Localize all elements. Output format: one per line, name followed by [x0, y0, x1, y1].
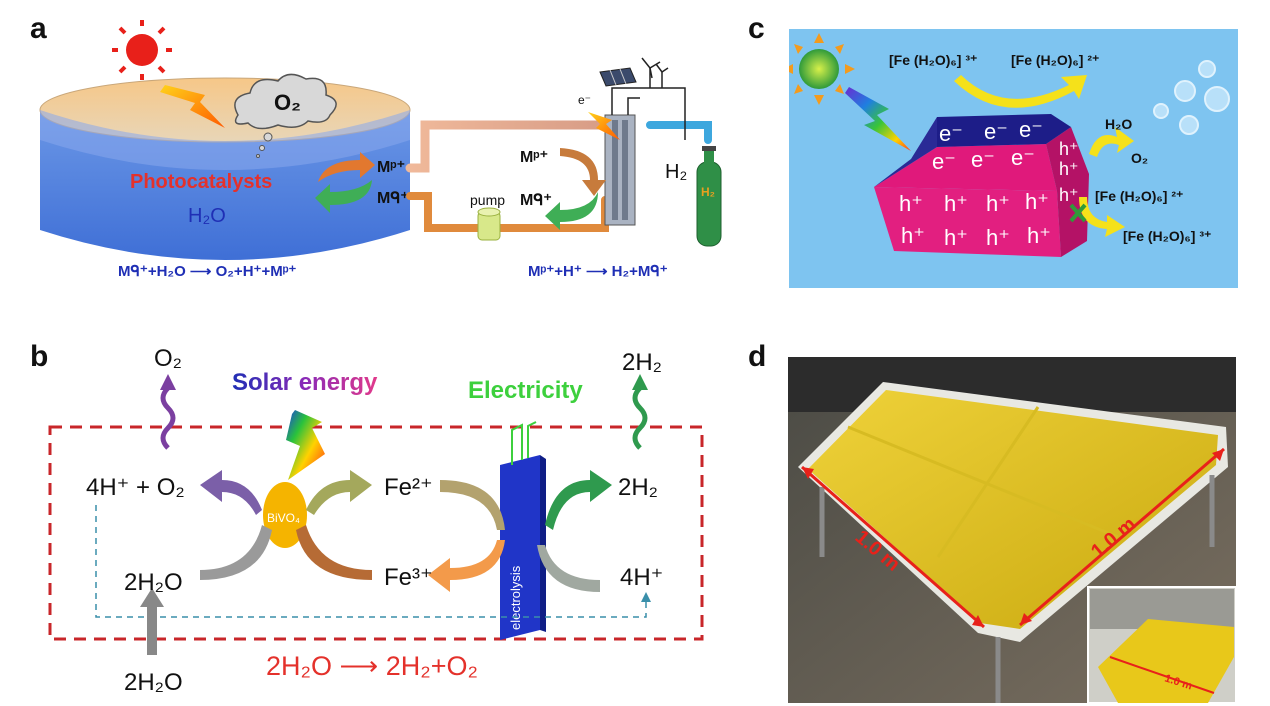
frame-legs	[819, 475, 1215, 703]
fe2-complex-bottom: [Fe (H₂O)₆] ²⁺	[1095, 188, 1183, 204]
hole-1: h⁺	[899, 191, 923, 216]
inset-photo: 1.0 m	[1087, 586, 1236, 703]
wind-turbine-icon	[641, 57, 669, 88]
electron-3: e⁻	[1019, 117, 1043, 142]
h2-right-label: 2H₂	[618, 474, 658, 501]
green-arrow-icon	[315, 180, 372, 213]
yellow-sheet	[808, 390, 1218, 629]
hole-5: h⁺	[901, 223, 925, 248]
o2-wave-arrow-icon	[160, 386, 176, 450]
mp-cell-label: Mᵖ⁺	[520, 149, 548, 166]
fe3-label: Fe³⁺	[384, 564, 433, 591]
photocatalysts-label: Photocatalysts	[130, 171, 272, 193]
green-electrode-arrow-icon	[545, 470, 612, 530]
right-yellow-arrow-icon	[1089, 127, 1134, 157]
bivo4-label: BiVO₄	[267, 511, 300, 525]
water-input-arrow-icon	[147, 605, 157, 655]
water-left-label: 2H₂O	[124, 569, 183, 596]
equation-right: Mᵖ⁺+H⁺ ⟶ H₂+Mᑫ⁺	[528, 263, 668, 280]
hole-8: h⁺	[1027, 223, 1051, 248]
cell-orange-arrow-icon	[560, 148, 606, 196]
pump-label: pump	[470, 192, 505, 208]
overall-equation: 2H₂O ⟶ 2H₂+O₂	[266, 651, 478, 681]
reaction-boundary	[48, 425, 704, 641]
h-plus-o2-label: 4H⁺ + O₂	[86, 474, 185, 501]
lower-yellow-arrow-icon	[1079, 197, 1125, 237]
equation-left: Mᑫ⁺+H₂O ⟶ O₂+H⁺+Mᵖ⁺	[118, 263, 297, 280]
water-c-label: H₂O	[1105, 116, 1132, 132]
dimension-arrows	[801, 447, 1225, 629]
purple-arrow-icon	[200, 470, 262, 515]
electron-4: e⁻	[932, 149, 956, 174]
grey-electrode-arrow-icon	[537, 545, 600, 592]
fe2-label: Fe²⁺	[384, 474, 433, 501]
fe3-complex-top: [Fe (H₂O)₆] ³⁺	[889, 52, 977, 68]
photocatalyst-block	[874, 114, 1089, 257]
cell-lightning-icon	[588, 112, 620, 140]
hole-7: h⁺	[986, 225, 1010, 250]
fe2-complex-top: [Fe (H₂O)₆] ²⁺	[1011, 52, 1099, 68]
tank-water-label: H₂O	[188, 205, 226, 227]
solar-panel-icon	[599, 67, 637, 87]
orange-arrow-icon	[318, 152, 375, 182]
panel-a-diagram: O₂ Photocatalysts H₂O Mᵖ⁺ Mᑫ⁺ pump e⁻ Mᵖ…	[39, 20, 722, 280]
pump-icon	[477, 207, 501, 241]
lightning-bolt-icon	[160, 85, 225, 128]
h2-cylinder-icon	[696, 146, 722, 247]
oxygen-bubbles	[1153, 60, 1230, 135]
grey-arrow-icon	[200, 525, 272, 580]
olive-arrow-icon	[306, 470, 372, 515]
cell-green-arrow-icon	[545, 192, 598, 230]
bivo4-particle	[263, 482, 307, 548]
h2-top-label: 2H₂	[622, 349, 662, 376]
electron-6: e⁻	[1011, 145, 1035, 170]
panel-d-photo: 1.0 m 1.0 m 1.0 m	[788, 357, 1236, 703]
hole-4: h⁺	[1025, 189, 1049, 214]
sun-icon	[112, 20, 172, 80]
hole-11: h⁺	[1059, 185, 1079, 205]
electricity-label: Electricity	[468, 377, 583, 404]
solar-lightning-icon	[286, 410, 325, 480]
sun-c-icon	[789, 33, 855, 105]
electrolysis-cell	[604, 87, 686, 226]
fe3-orange-arrow-icon	[428, 540, 505, 592]
brown-arrow-icon	[296, 525, 372, 580]
hole-3: h⁺	[986, 191, 1010, 216]
electrolysis-label: electrolysis	[508, 565, 523, 630]
panel-letter-c: c	[748, 12, 765, 45]
h2-wave-arrow-icon	[632, 386, 648, 450]
electron-1: e⁻	[939, 121, 963, 146]
solar-energy-label: Solar energy	[232, 369, 378, 396]
hole-6: h⁺	[944, 225, 968, 250]
cylinder-label: H₂	[701, 185, 715, 199]
o2-top-label: O₂	[154, 345, 182, 372]
panel-letter-a: a	[30, 12, 47, 45]
blocked-mark-icon	[1069, 203, 1087, 223]
hole-9: h⁺	[1059, 139, 1079, 159]
electron-5: e⁻	[971, 147, 995, 172]
hole-2: h⁺	[944, 191, 968, 216]
h2-output-label: H₂	[665, 161, 687, 183]
electron-2: e⁻	[984, 119, 1008, 144]
o2-cloud	[234, 73, 337, 158]
mq-cell-label: Mᑫ⁺	[520, 192, 552, 209]
water-bottom-label: 2H₂O	[124, 669, 183, 696]
fe2-electrode-arrow-icon	[440, 480, 505, 530]
panel-b-diagram: O₂ Solar energy Electricity 2H₂ BiVO₄ el…	[48, 345, 704, 696]
electron-flow-label: e⁻	[578, 93, 591, 107]
rainbow-bolt-icon	[845, 87, 911, 151]
h-plus-right-label: 4H⁺	[620, 564, 663, 591]
proton-return-path	[95, 505, 647, 618]
top-yellow-arrow-icon	[954, 75, 1087, 108]
mq-tank-label: Mᑫ⁺	[377, 190, 409, 207]
oxygen-c-label: O₂	[1131, 150, 1148, 166]
fe3-complex-bottom: [Fe (H₂O)₆] ³⁺	[1123, 228, 1211, 244]
hole-10: h⁺	[1059, 159, 1079, 179]
panel-letter-d: d	[748, 340, 767, 373]
panel-c-diagram: e⁻ e⁻ e⁻ e⁻ e⁻ e⁻ h⁺ h⁺ h⁺ h⁺ h⁺ h⁺ h⁺ h…	[789, 29, 1238, 288]
mp-tank-label: Mᵖ⁺	[377, 159, 405, 176]
panel-letter-b: b	[30, 340, 49, 373]
electrolysis-electrode	[500, 421, 546, 640]
o2-cloud-label: O₂	[274, 90, 301, 115]
